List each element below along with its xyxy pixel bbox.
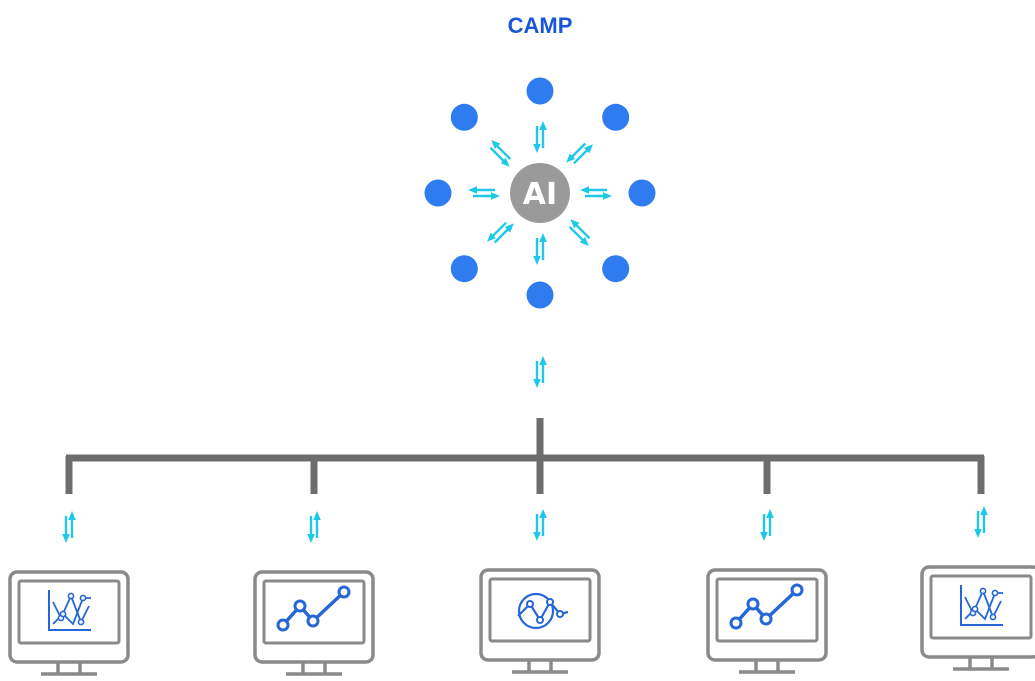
terminal-monitor [920, 506, 1035, 671]
distribution-bus [65, 418, 985, 494]
terminal-monitor [479, 509, 601, 674]
bidirectional-arrow [486, 221, 514, 244]
bidirectional-arrow [533, 509, 547, 541]
network-node [526, 281, 554, 309]
terminal-monitor [8, 511, 130, 676]
rising-line-chart-icon [729, 583, 804, 630]
bidirectional-arrow [533, 233, 547, 265]
bidirectional-arrow [580, 186, 612, 200]
crossing-line-chart-icon [48, 590, 91, 631]
diagram-title: CAMP [508, 13, 573, 38]
bidirectional-arrow [307, 511, 321, 543]
circular-network-icon [517, 592, 569, 630]
bidirectional-arrow [533, 121, 547, 153]
terminal-monitor [706, 509, 828, 674]
ai-network-cluster [424, 77, 656, 309]
bidirectional-arrow [489, 139, 512, 167]
ai-hub-circle [510, 163, 570, 223]
monitor-screen [17, 579, 121, 645]
network-node [450, 255, 478, 283]
monitor-screen [929, 574, 1033, 640]
bidirectional-arrow [468, 186, 500, 200]
bidirectional-arrow [62, 511, 76, 543]
network-node [602, 103, 630, 131]
monitor-screen [488, 577, 592, 643]
terminals [8, 506, 1035, 676]
bidirectional-arrow [974, 506, 988, 538]
hub-to-bus-arrow [533, 356, 547, 388]
network-node [450, 103, 478, 131]
ai-hub-label: AI [523, 177, 557, 212]
bidirectional-arrow [568, 219, 591, 247]
ai-hub: AI [510, 163, 570, 223]
network-node [526, 77, 554, 105]
network-node [602, 255, 630, 283]
crossing-line-chart-icon [960, 585, 1003, 626]
rising-line-chart-icon [276, 585, 351, 632]
terminal-monitor [253, 511, 375, 676]
bidirectional-arrow [566, 142, 594, 165]
network-node [628, 179, 656, 207]
bidirectional-arrow [760, 509, 774, 541]
network-node [424, 179, 452, 207]
